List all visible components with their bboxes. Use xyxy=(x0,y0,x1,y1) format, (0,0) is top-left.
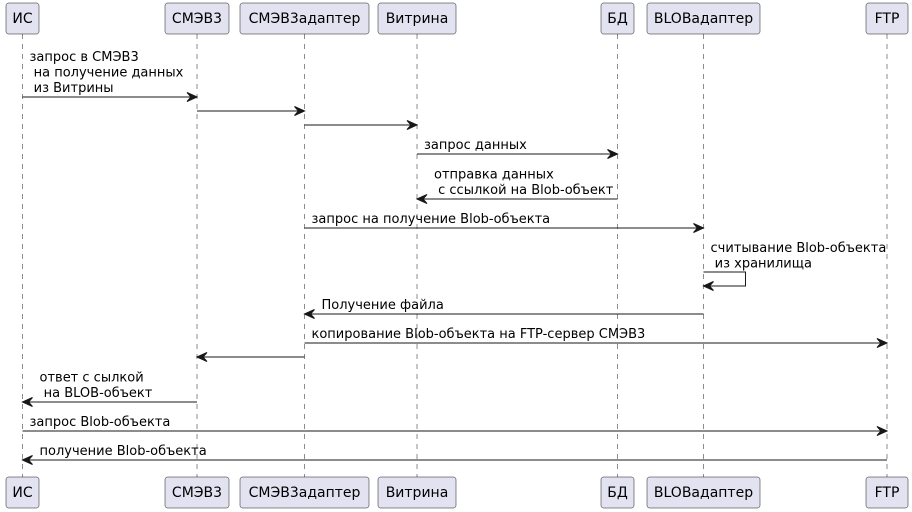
participant-box xyxy=(239,2,370,35)
message-7: считывание Blob-объекта из хранилища xyxy=(702,241,887,291)
participant-vitrina-bottom: Витрина xyxy=(377,476,457,509)
participant-box xyxy=(239,476,370,509)
participant-box xyxy=(164,2,230,35)
participant-label: BLOBадаптер xyxy=(654,485,753,501)
participant-label: Витрина xyxy=(386,11,449,27)
arrowhead xyxy=(195,352,208,362)
message-5: отправка данных с ссылкой на Blob-объект xyxy=(415,168,618,204)
participant-box xyxy=(5,2,40,35)
arrowhead xyxy=(21,455,33,465)
participant-label: СМЭВ3адаптер xyxy=(249,485,361,501)
message-1: запрос в СМЭВ3 на получение данных из Ви… xyxy=(22,50,199,102)
participant-label: FTP xyxy=(875,11,900,27)
message-label: запрос на получение Blob-объекта xyxy=(312,212,551,227)
message-label: отправка данных с ссылкой на Blob-объект xyxy=(434,168,614,199)
participant-blob-top: BLOBадаптер xyxy=(646,2,761,35)
arrowhead xyxy=(406,120,419,130)
participant-box xyxy=(377,476,457,509)
message-label: считывание Blob-объекта из хранилища xyxy=(711,241,887,272)
participant-label: СМЭВ3 xyxy=(172,11,222,27)
arrowhead xyxy=(702,281,714,291)
message-12: запрос Blob-объекта xyxy=(22,415,889,436)
message-label: запрос в СМЭВ3 на получение данных из Ви… xyxy=(30,50,184,96)
message-11: ответ с сылкой на BLOB-объект xyxy=(21,371,197,407)
message-label: копирование Blob-объекта на FTP-сервер С… xyxy=(312,327,646,342)
arrowhead xyxy=(607,149,619,159)
participant-vitrina-top: Витрина xyxy=(377,2,457,35)
participant-label: FTP xyxy=(875,485,900,501)
arrowhead xyxy=(186,92,199,102)
participant-smev-top: СМЭВ3 xyxy=(164,2,230,35)
message-label: запрос данных xyxy=(424,138,527,153)
arrowhead xyxy=(415,194,428,204)
participant-label: Витрина xyxy=(386,485,449,501)
participant-label: BLOBадаптер xyxy=(654,11,753,27)
participant-is-top: ИС xyxy=(5,2,40,35)
message-3 xyxy=(304,120,419,130)
participant-is-bottom: ИС xyxy=(5,476,40,509)
participant-label: ИС xyxy=(12,485,32,501)
participant-label: ИС xyxy=(12,11,32,27)
participant-adapter-top: СМЭВ3адаптер xyxy=(239,2,370,35)
message-label: получение Blob-объекта xyxy=(40,444,207,459)
arrowhead xyxy=(876,426,889,436)
message-label: запрос Blob-объекта xyxy=(30,415,171,430)
participant-ftp-bottom: FTP xyxy=(865,476,909,509)
participant-label: СМЭВ3адаптер xyxy=(249,11,361,27)
message-2 xyxy=(197,106,306,116)
arrowhead xyxy=(693,223,705,233)
arrowhead xyxy=(876,338,889,348)
message-9: копирование Blob-объекта на FTP-сервер С… xyxy=(304,327,889,348)
participant-box xyxy=(164,476,230,509)
participant-label: БД xyxy=(607,11,628,27)
participant-smev-bottom: СМЭВ3 xyxy=(164,476,230,509)
participant-box xyxy=(377,2,457,35)
message-8: Получение файла xyxy=(303,298,704,319)
participant-db-bottom: БД xyxy=(600,476,635,509)
arrowhead xyxy=(303,309,315,319)
message-6: запрос на получение Blob-объекта xyxy=(304,212,705,233)
arrowhead xyxy=(21,397,33,407)
message-label: Получение файла xyxy=(322,298,444,313)
participant-ftp-top: FTP xyxy=(865,2,909,35)
message-4: запрос данных xyxy=(417,138,619,159)
message-10 xyxy=(195,352,305,362)
participant-db-top: БД xyxy=(600,2,635,35)
participant-label: БД xyxy=(607,485,628,501)
participant-box xyxy=(5,476,40,509)
participant-box xyxy=(865,2,909,35)
participant-box xyxy=(600,476,635,509)
arrowhead xyxy=(294,106,306,116)
participant-adapter-bottom: СМЭВ3адаптер xyxy=(239,476,370,509)
participant-box xyxy=(646,2,761,35)
participant-blob-bottom: BLOBадаптер xyxy=(646,476,761,509)
message-label: ответ с сылкой на BLOB-объект xyxy=(40,371,153,402)
participant-box xyxy=(865,476,909,509)
participant-label: СМЭВ3 xyxy=(172,485,222,501)
participant-box xyxy=(600,2,635,35)
participant-box xyxy=(646,476,761,509)
message-line xyxy=(703,271,746,287)
message-13: получение Blob-объекта xyxy=(21,444,887,465)
